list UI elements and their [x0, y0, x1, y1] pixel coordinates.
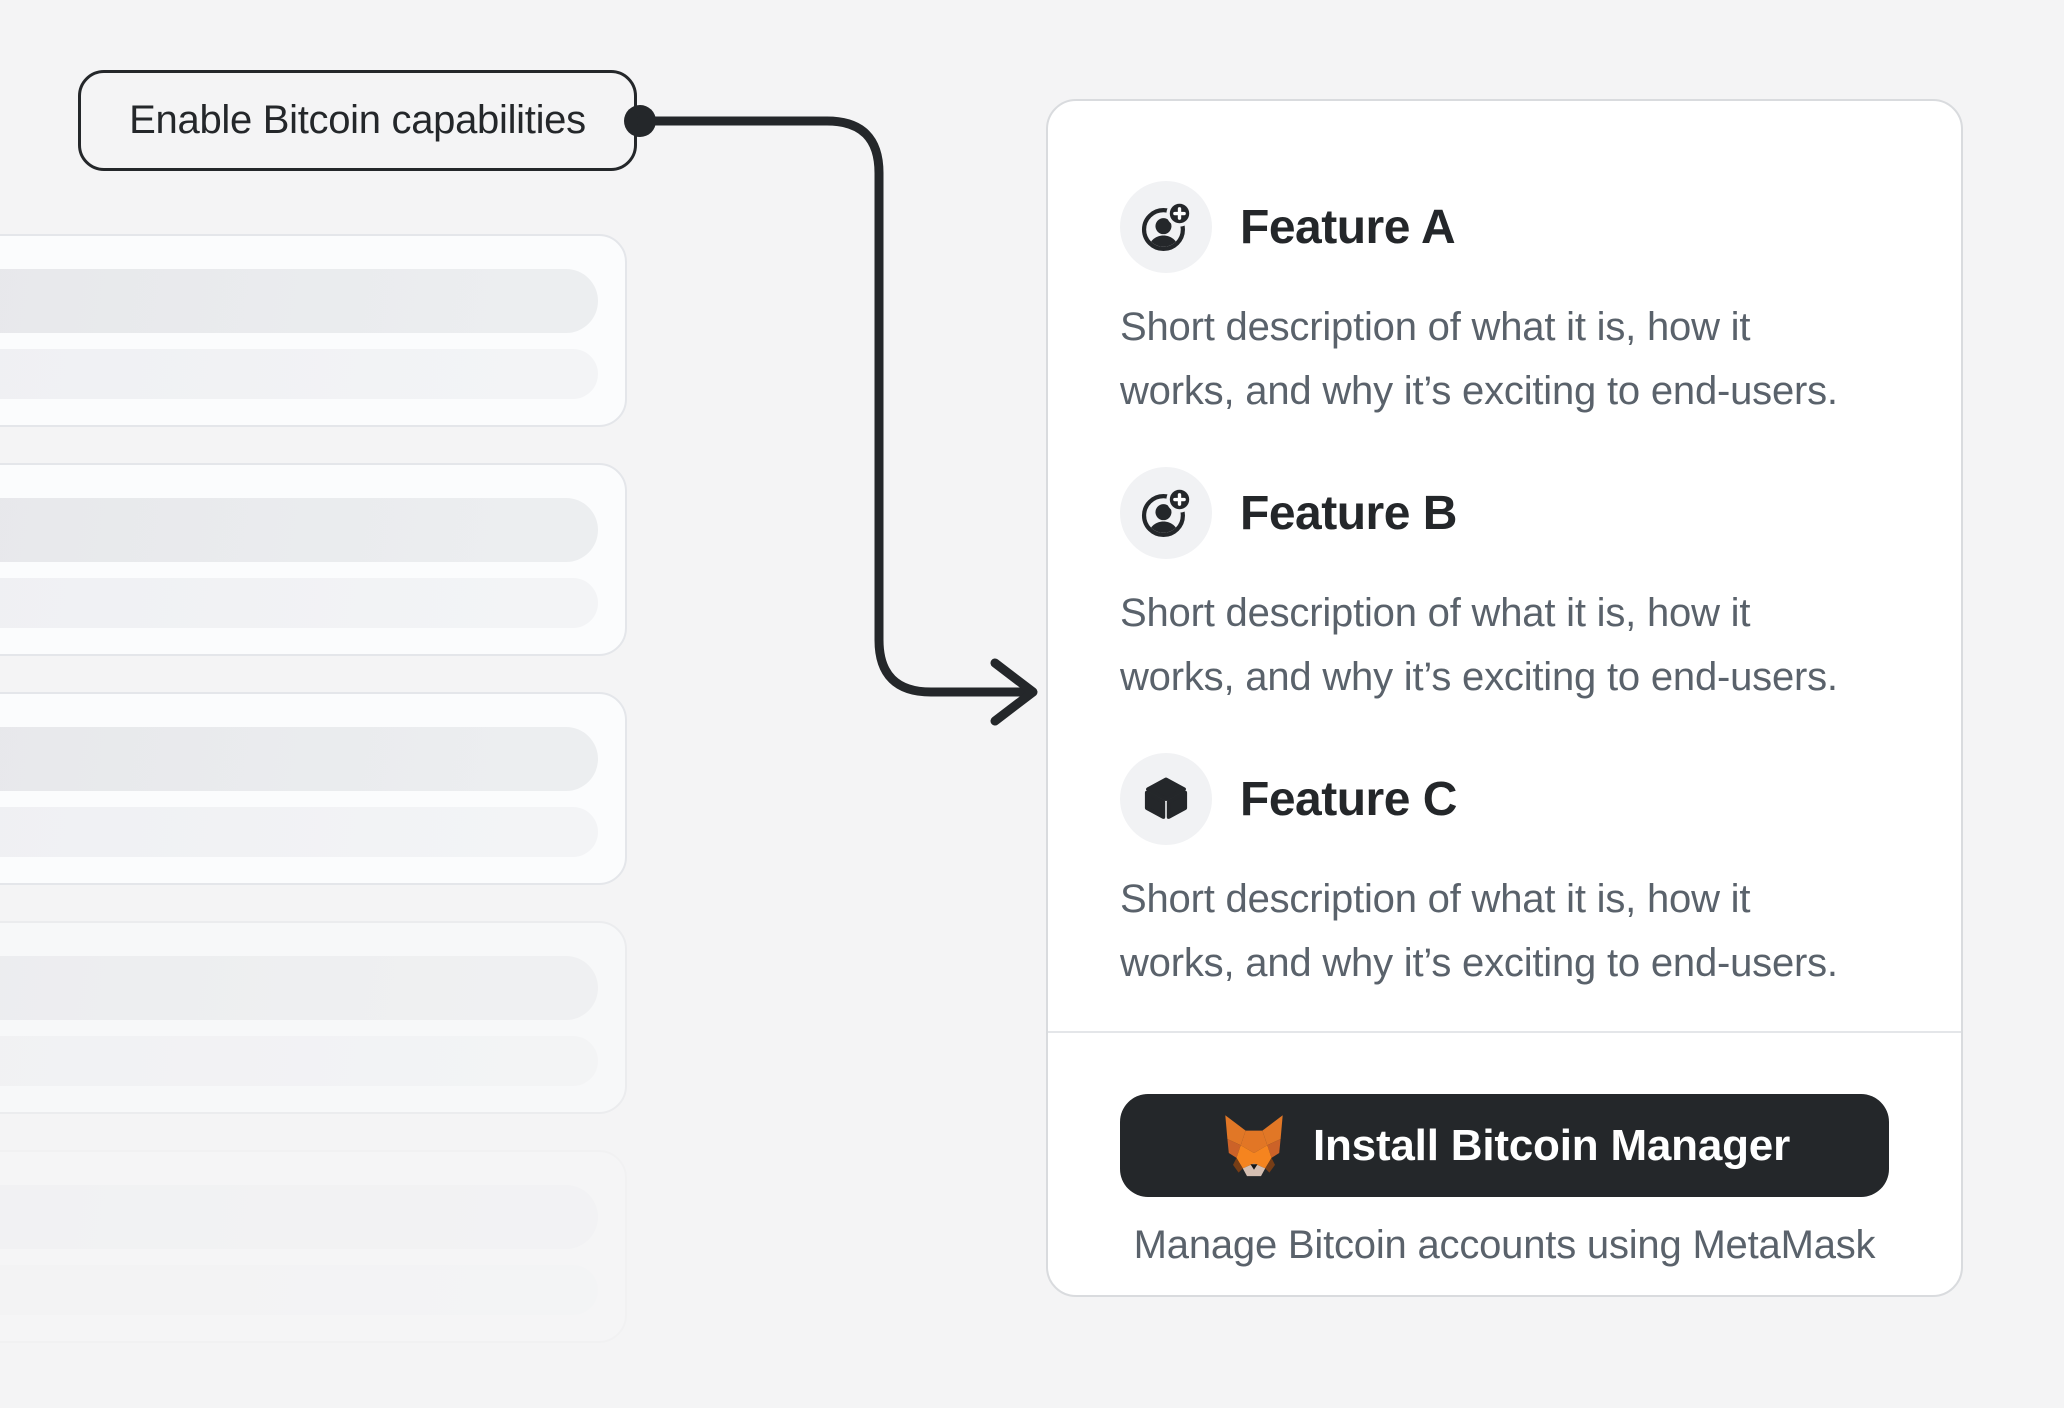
- feature-a-title: Feature A: [1240, 200, 1456, 254]
- feature-c-icon-badge: [1120, 753, 1212, 845]
- skeleton-bar: [0, 349, 598, 399]
- panel-footer: Install Bitcoin Manager Manage Bitcoin a…: [1048, 1031, 1961, 1295]
- feature-a-description: Short description of what it is, how it …: [1120, 295, 1889, 423]
- skeleton-bar: [0, 1185, 598, 1249]
- feature-b-description: Short description of what it is, how it …: [1120, 581, 1889, 709]
- skeleton-bar: [0, 1036, 598, 1086]
- feature-c-description: Short description of what it is, how it …: [1120, 867, 1889, 995]
- skeleton-card: [0, 463, 627, 656]
- account-add-icon: [1141, 200, 1193, 252]
- install-bitcoin-manager-button[interactable]: Install Bitcoin Manager: [1120, 1094, 1889, 1197]
- feature-c-description-line-1: Short description of what it is, how it: [1120, 877, 1751, 921]
- metamask-fox-icon: [1225, 1114, 1283, 1176]
- feature-b-description-line-1: Short description of what it is, how it: [1120, 591, 1751, 635]
- feature-c-title: Feature C: [1240, 772, 1457, 826]
- feature-a-icon-badge: [1120, 181, 1212, 273]
- skeleton-card: [0, 921, 627, 1114]
- cube-icon: [1144, 777, 1188, 819]
- features-panel: Feature A Short description of what it i…: [1046, 99, 1963, 1297]
- skeleton-card: [0, 1150, 627, 1343]
- skeleton-card: [0, 234, 627, 427]
- skeleton-bar: [0, 807, 598, 857]
- feature-b-title: Feature B: [1240, 486, 1457, 540]
- feature-c-description-line-2: works, and why it’s exciting to end-user…: [1120, 941, 1838, 985]
- skeleton-bar: [0, 727, 598, 791]
- callout-enable-bitcoin: Enable Bitcoin capabilities: [78, 70, 637, 171]
- account-add-icon: [1141, 486, 1193, 538]
- skeleton-card: [0, 692, 627, 885]
- install-button-label: Install Bitcoin Manager: [1312, 1120, 1791, 1170]
- feature-row-b: Feature B: [1120, 467, 1889, 559]
- skeleton-bar: [0, 1265, 598, 1315]
- skeleton-bar: [0, 578, 598, 628]
- feature-a-description-line-1: Short description of what it is, how it: [1120, 305, 1751, 349]
- features-section: Feature A Short description of what it i…: [1048, 101, 1961, 1031]
- feature-b-description-line-2: works, and why it’s exciting to end-user…: [1120, 655, 1838, 699]
- feature-row-a: Feature A: [1120, 181, 1889, 273]
- feature-b-icon-badge: [1120, 467, 1212, 559]
- panel-caption: Manage Bitcoin accounts using MetaMask: [1133, 1223, 1876, 1267]
- callout-label: Enable Bitcoin capabilities: [129, 98, 586, 142]
- feature-a-description-line-2: works, and why it’s exciting to end-user…: [1120, 369, 1838, 413]
- feature-row-c: Feature C: [1120, 753, 1889, 845]
- skeleton-bar: [0, 498, 598, 562]
- skeleton-bar: [0, 269, 598, 333]
- skeleton-bar: [0, 956, 598, 1020]
